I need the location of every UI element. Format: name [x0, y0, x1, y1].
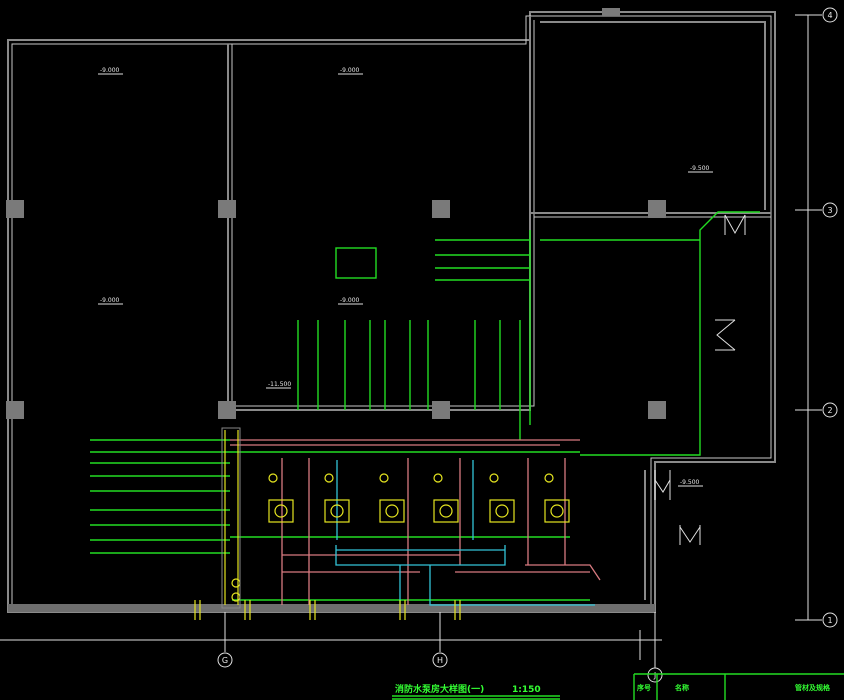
axis-label: 3	[827, 206, 832, 215]
axis-label: J	[653, 671, 656, 680]
axis-label: H	[437, 656, 443, 665]
header-name: 名称	[675, 683, 689, 692]
elevation-markers: -9.000 -9.000 -9.000 -9.500 -11.500 -9.5…	[98, 67, 713, 487]
axis-label: 1	[827, 616, 832, 625]
elevation-label: -9.000	[100, 297, 120, 304]
title-text: 消防水泵房大样图(一)	[395, 683, 484, 695]
elevation-label: -9.000	[340, 297, 360, 304]
fire-pumps	[221, 427, 570, 609]
elevation-label: -9.000	[340, 67, 360, 74]
drawing-title: 消防水泵房大样图(一) 1:150	[392, 683, 560, 700]
axis-label: G	[222, 656, 228, 665]
columns	[6, 8, 666, 419]
pipe-network	[90, 211, 760, 620]
axis-label: 2	[827, 406, 832, 415]
doors	[654, 214, 746, 545]
axis-label: 4	[827, 11, 832, 20]
scale-text: 1:150	[512, 685, 541, 695]
grid-axes-bottom: G H J	[0, 612, 663, 683]
elevation-label: -11.500	[268, 381, 291, 388]
title-block: 序号 名称 管材及规格	[633, 673, 844, 700]
header-index: 序号	[636, 683, 651, 692]
elevation-label: -9.500	[680, 479, 700, 486]
elevation-label: -9.500	[690, 165, 710, 172]
grid-axes-right: 4 3 2 1	[795, 7, 838, 628]
elevation-label: -9.000	[100, 67, 120, 74]
header-spec: 管材及规格	[795, 683, 831, 692]
